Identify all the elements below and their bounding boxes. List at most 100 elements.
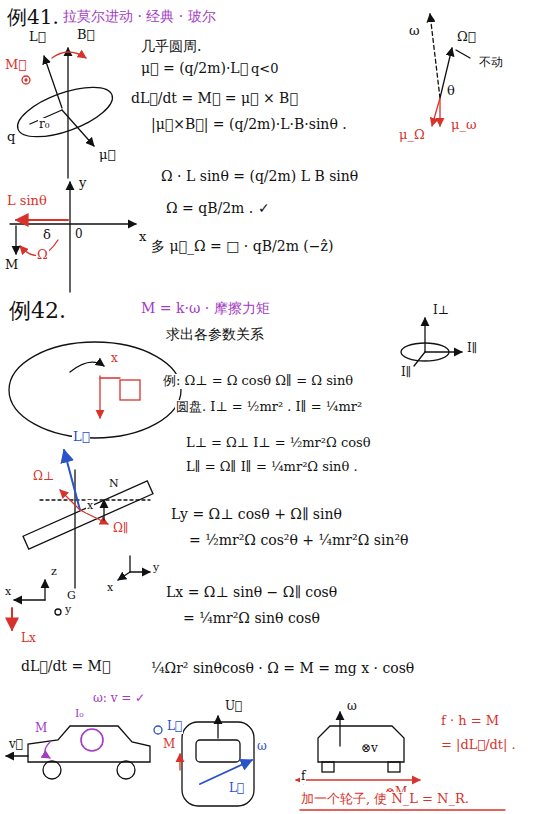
precession-arc — [52, 52, 86, 58]
omega-up — [339, 712, 340, 746]
omega-axis — [430, 14, 440, 98]
note-text: I∥ — [400, 366, 412, 380]
rotation-arrow — [70, 362, 104, 372]
wheel-right — [388, 762, 400, 772]
note-text: Ω — [36, 248, 49, 263]
note-text: δ — [42, 228, 52, 243]
x-axis — [10, 223, 136, 224]
red-radius — [100, 377, 120, 378]
torque-arrow — [15, 226, 16, 254]
flywheel — [81, 729, 103, 751]
note-text: x — [106, 582, 114, 595]
friction-line — [296, 779, 420, 780]
note-text: Ω∥ — [112, 522, 130, 536]
note-text: L⃗ — [166, 720, 183, 734]
underline — [300, 809, 505, 810]
note-text: q — [6, 130, 16, 145]
note-text: |μ⃗×B⃗| = (q/2m)·L·B·sinθ . — [150, 116, 348, 132]
note-text: I₀ — [74, 708, 85, 721]
z-axis — [44, 580, 45, 600]
note-text: f · h = M — [440, 714, 500, 729]
note-text: M⃗ — [4, 58, 27, 73]
b-axis — [67, 48, 68, 178]
frame-x — [118, 572, 130, 580]
note-text: M — [34, 722, 48, 736]
note-text: f — [300, 770, 306, 784]
note-text: Ω⃗ — [456, 30, 477, 45]
note-text: = |dL⃗/dt| . — [440, 738, 517, 753]
note-text: θ — [446, 84, 456, 99]
note-text: ω: v = ✓ — [92, 692, 146, 706]
note-text: ω — [346, 700, 358, 714]
wheel-left — [322, 762, 334, 772]
u-arrow — [217, 716, 218, 738]
frame-z — [129, 556, 130, 572]
track-ellipse — [9, 342, 181, 438]
note-text: U⃗ — [224, 700, 243, 714]
note-text: 圆盘. I⊥ = ½mr² . I∥ = ¼mr² — [175, 400, 363, 415]
note-text: L sinθ — [6, 194, 48, 209]
normal-force — [103, 500, 104, 520]
mu-vector — [62, 110, 94, 146]
note-text: M = k·ω · 摩擦力矩 — [140, 300, 271, 316]
note-text: N — [108, 478, 120, 491]
note-text: I∥ — [466, 342, 478, 356]
leader-line — [456, 50, 470, 58]
note-text: M — [4, 258, 19, 273]
note-text: μ_ω — [450, 118, 478, 133]
note-text: Ω · L sinθ = (q/2m) L B sinθ — [160, 168, 359, 184]
omega-perp — [60, 490, 80, 510]
note-text: x — [138, 230, 147, 245]
note-text: v⃗ — [8, 738, 24, 752]
note-text: L⃗ — [28, 30, 46, 45]
note-text: 例: Ω⊥ = Ω cosθ Ω∥ = Ω sinθ — [162, 374, 354, 389]
note-text: = ¼mr²Ω sinθ cosθ — [182, 610, 321, 626]
car-wheel — [43, 761, 61, 779]
note-text: ω — [256, 740, 268, 754]
note-text: μ_Ω — [398, 128, 426, 143]
note-text: dL⃗/dt = M⃗ = μ⃗ × B⃗ — [130, 90, 299, 106]
note-text: 例41. — [6, 6, 60, 29]
mu-big-omega-vector — [432, 98, 440, 126]
note-text: = ½mr²Ω cos²θ + ¼mr²Ω sin²θ — [188, 532, 409, 548]
note-text: μ⃗ — [98, 148, 116, 163]
note-text: μ⃗ = (q/2m)·L⃗ — [140, 60, 249, 76]
torque-arc — [45, 742, 50, 758]
note-text: G — [66, 590, 77, 603]
orbit-ellipse — [12, 77, 119, 147]
note-text: ¼Ωr² sinθcosθ · Ω = M = mg x · cosθ — [150, 660, 415, 676]
note-text: I⊥ — [432, 304, 450, 318]
red-arrow — [99, 376, 100, 418]
note-text: 例42. — [8, 298, 67, 323]
par-axis-2 — [414, 352, 425, 366]
l-vector-blue — [64, 450, 80, 510]
note-text: 不动 — [478, 56, 504, 70]
note-text: y — [78, 176, 87, 191]
car-wheel — [117, 761, 135, 779]
car-front — [318, 726, 404, 762]
tilted-disc — [23, 481, 153, 549]
note-text: Ω⊥ — [32, 470, 55, 484]
note-text: Ω = qB/2m . ✓ — [165, 200, 271, 216]
torque-arrow-car — [179, 754, 180, 770]
out-of-page-dot — [25, 79, 27, 81]
l-vector — [44, 56, 62, 108]
lx-vector — [11, 608, 13, 630]
l-sin-vector — [16, 219, 68, 221]
par-axis — [425, 351, 462, 352]
note-text: M — [162, 738, 176, 752]
car-window — [196, 740, 240, 762]
note-text: Lx = Ω⊥ sinθ − Ω∥ cosθ — [165, 584, 338, 600]
note-text: x — [4, 586, 12, 599]
note-text: 求出各参数关系 — [165, 326, 265, 342]
note-text: L∥ = Ω∥ I∥ = ¼mr²Ω sinθ . — [185, 460, 359, 475]
note-text: L⃗ — [228, 782, 245, 796]
y-axis — [69, 182, 70, 292]
note-text: L⃗ — [72, 430, 90, 445]
y-into-page — [55, 609, 61, 615]
note-text: r₀ — [38, 118, 51, 132]
note-text: y — [152, 562, 160, 575]
velocity-arrow — [6, 755, 28, 756]
note-text: Ly = Ω⊥ cosθ + Ω∥ sinθ — [170, 506, 343, 522]
